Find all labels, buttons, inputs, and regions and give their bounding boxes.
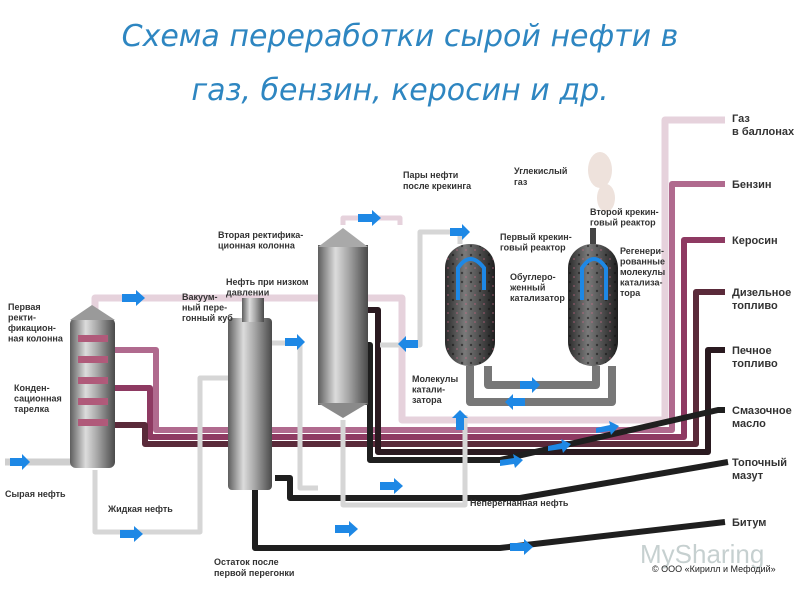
label-line: затора xyxy=(412,395,443,405)
label-vacuum-still: Вакуум-ный пере-гонный куб xyxy=(182,292,233,323)
label-crude-oil: Сырая нефть xyxy=(5,489,66,499)
label-line: говый реактор xyxy=(500,243,566,253)
label-line: Углекислый xyxy=(514,166,567,176)
label-line: Пары нефти xyxy=(403,170,458,180)
label-line: гонный куб xyxy=(182,313,233,323)
label-line: после крекинга xyxy=(403,181,472,191)
co2-plume xyxy=(588,152,615,212)
pipe-liquid xyxy=(92,375,232,535)
output-label: Газ xyxy=(732,113,750,125)
output-label: в баллонах xyxy=(732,126,795,138)
label-line: ционная колонна xyxy=(218,241,296,251)
label-line: рованные xyxy=(620,257,665,267)
label-line: Вакуум- xyxy=(182,292,218,302)
label-line: ректи- xyxy=(8,313,36,323)
label-line: Остаток после xyxy=(214,557,279,567)
label-line: Первый крекин- xyxy=(500,232,572,242)
output-label: Печное xyxy=(732,345,772,357)
output-label: Бензин xyxy=(732,179,772,191)
title-line-2: газ, бензин, керосин и др. xyxy=(191,73,609,108)
second-rectification-column xyxy=(318,228,368,418)
watermark: MySharing xyxy=(640,539,764,569)
pipe-gas xyxy=(91,116,725,424)
label-line: Второй крекин- xyxy=(590,207,659,217)
vacuum-still xyxy=(228,298,272,490)
label-line: Обуглеро- xyxy=(510,272,556,282)
pipe-lube xyxy=(360,342,725,463)
label-line: тора xyxy=(620,288,641,298)
output-label: Керосин xyxy=(732,235,778,247)
output-label: Топочный xyxy=(732,457,787,469)
pipe-mazut xyxy=(275,459,729,501)
output-label: Дизельное xyxy=(732,287,791,299)
label-line: фикацион- xyxy=(8,323,56,333)
label-line: женный xyxy=(509,283,545,293)
label-line: сационная xyxy=(14,394,62,404)
output-label: Смазочное xyxy=(732,405,792,417)
flow-arrows xyxy=(10,210,619,555)
label-line: катализатор xyxy=(510,293,565,303)
output-label: топливо xyxy=(732,300,778,312)
label-line: тарелка xyxy=(14,404,50,414)
label-line: газ xyxy=(514,177,528,187)
label-first-reactor: Первый крекин-говый реактор xyxy=(500,232,572,253)
label-line: молекулы xyxy=(620,267,666,277)
label-line: ный пере- xyxy=(182,303,227,313)
title-line-1: Схема переработки сырой нефти в xyxy=(121,19,679,54)
label-line: давлении xyxy=(226,288,269,298)
pipe-loop2 xyxy=(466,366,616,406)
copyright: © ООО «Кирилл и Мефодий» xyxy=(652,564,776,574)
label-unrefined-oil: Неперегнанная нефть xyxy=(470,498,569,508)
first-rectification-column xyxy=(70,305,115,468)
label-line: Регенери- xyxy=(620,246,664,256)
second-cracking-reactor xyxy=(568,228,618,366)
first-cracking-reactor xyxy=(445,244,495,366)
label-line: первой перегонки xyxy=(214,568,294,578)
label-line: Нефть при низком xyxy=(226,277,309,287)
label-line: говый реактор xyxy=(590,218,656,228)
output-label: Битум xyxy=(732,517,766,529)
label-line: катали- xyxy=(412,385,445,395)
pipe-loop xyxy=(484,366,600,389)
label-liquid-oil: Жидкая нефть xyxy=(107,504,173,514)
label-line: Молекулы xyxy=(412,374,458,384)
pipe-bitum xyxy=(252,490,726,551)
output-label: топливо xyxy=(732,358,778,370)
pipe-gasoline xyxy=(112,181,725,433)
label-line: Конден- xyxy=(14,383,50,393)
pipe-unrefined xyxy=(340,415,468,508)
label-line: ная колонна xyxy=(8,334,64,344)
pipe-kerosene xyxy=(112,237,725,440)
output-label: масло xyxy=(732,418,766,430)
output-label: мазут xyxy=(732,470,764,482)
label-line: Первая xyxy=(8,302,41,312)
pipe-diesel xyxy=(112,289,725,447)
label-second-column: Вторая ректифика-ционная колонна xyxy=(218,230,303,251)
pipe-lowp xyxy=(270,340,318,491)
label-line: Вторая ректифика- xyxy=(218,230,303,240)
label-line: катализа- xyxy=(620,278,663,288)
label-second-reactor: Второй крекин-говый реактор xyxy=(590,207,659,228)
